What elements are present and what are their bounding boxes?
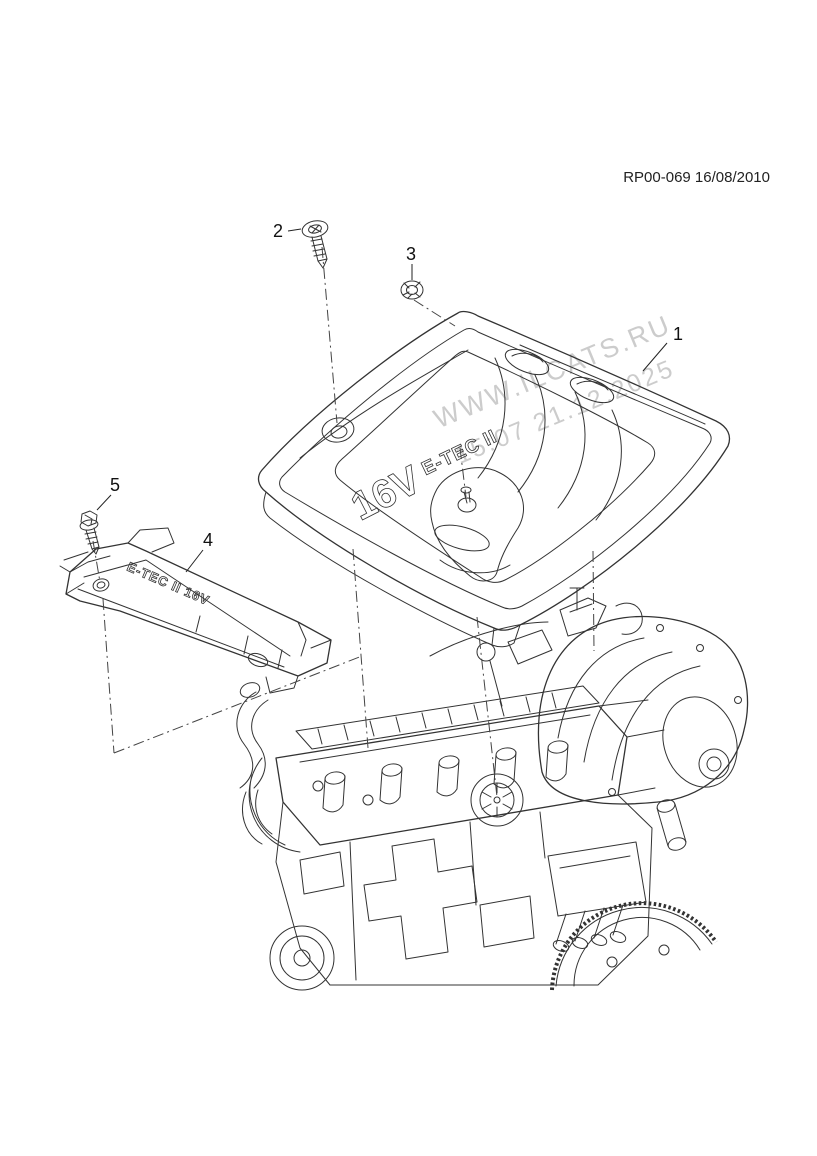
- engine-assembly: [236, 587, 749, 991]
- callout-1[interactable]: 1: [642, 324, 683, 372]
- callout-1-number[interactable]: 1: [673, 324, 683, 344]
- projection-lines: [92, 246, 595, 798]
- callout-2[interactable]: 2: [273, 221, 302, 241]
- callout-1-leader: [642, 342, 668, 372]
- crank-pulley: [269, 925, 335, 991]
- callout-3[interactable]: 3: [406, 244, 416, 280]
- side-cover-part: E-TEC II 16V: [59, 527, 332, 694]
- callout-3-number[interactable]: 3: [406, 244, 416, 264]
- callout-4[interactable]: 4: [185, 530, 213, 573]
- spark-plug-bosses: [322, 740, 569, 813]
- screw-part-icon: [301, 220, 329, 269]
- doc-ref: RP00-069 16/08/2010: [623, 169, 770, 186]
- callout-2-number[interactable]: 2: [273, 221, 283, 241]
- side-cover-badge-text: E-TEC II 16V: [125, 559, 212, 608]
- callout-4-number[interactable]: 4: [203, 530, 213, 550]
- callout-2-leader: [287, 228, 302, 232]
- callout-4-leader: [185, 549, 204, 573]
- ignition-coil-pack: [547, 841, 647, 952]
- intake-manifold: [537, 615, 749, 805]
- flywheel-ring-gear: [550, 901, 718, 991]
- callout-5[interactable]: 5: [96, 475, 120, 511]
- callout-5-number[interactable]: 5: [110, 475, 120, 495]
- cover-badge-16v: 16V: [344, 458, 428, 530]
- cover-screw-recess: [430, 467, 524, 582]
- grommet-part-icon: [400, 280, 424, 300]
- bolt-part-icon: [79, 510, 100, 555]
- cover-vent-slots: [504, 348, 615, 404]
- callout-5-leader: [96, 494, 112, 511]
- oil-filler-cap: [470, 773, 524, 827]
